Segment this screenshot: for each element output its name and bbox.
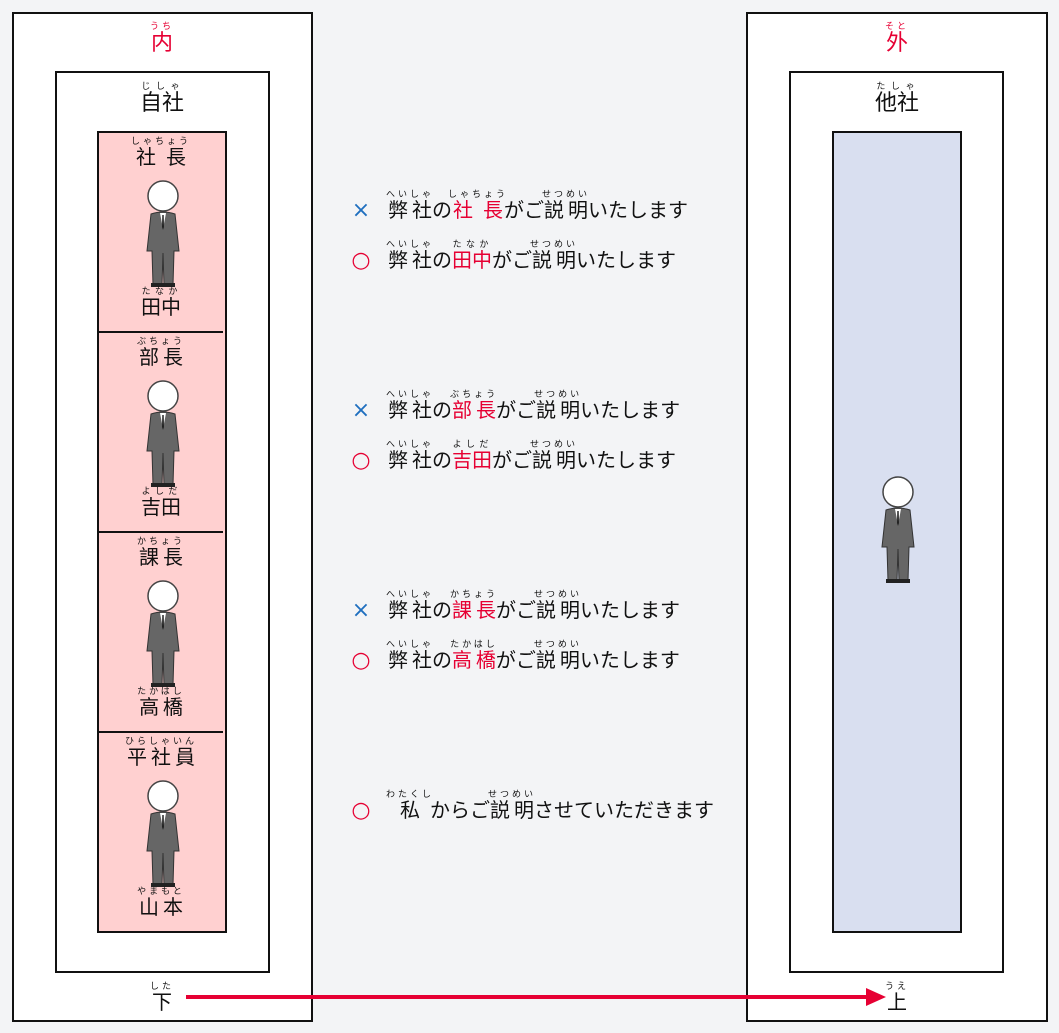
word: 説明せつめい (533, 640, 582, 672)
highlighted-word: 田中たなか (452, 240, 493, 272)
correct-circle-icon: ○ (351, 448, 371, 473)
example-sentence: × 弊社へいしゃの課長かちょうがご説明せつめいいたします (348, 590, 680, 623)
direction-arrow (186, 988, 886, 1006)
text: がご (496, 598, 537, 622)
hierarchy-column: 社長しゃちょう 田中たなか部長ぶちょう 吉田よしだ課長かちょう 高橋たかはし平社… (97, 131, 227, 933)
text: いたします (588, 198, 689, 222)
word: 説明せつめい (534, 590, 583, 622)
person-figure (878, 475, 918, 587)
bottom-label: 下した (149, 982, 174, 1014)
example-sentence: ○ 私わたくしからご説明せつめいさせていただきます (348, 790, 714, 823)
correct-circle-icon: ○ (351, 648, 371, 673)
highlighted-word: 吉田よしだ (452, 440, 493, 472)
word: 弊社へいしゃ (386, 590, 435, 622)
example-sentence: ○ 弊社へいしゃの吉田よしだがご説明せつめいいたします (348, 440, 676, 473)
word: 弊社へいしゃ (386, 240, 435, 272)
incorrect-cross-icon: × (351, 398, 371, 423)
hierarchy-cell: 部長ぶちょう 吉田よしだ (99, 333, 223, 533)
hierarchy-cell: 平社員ひらしゃいん 山本やまもと (99, 733, 223, 933)
text: いたします (580, 398, 681, 422)
text: いたします (580, 598, 681, 622)
text: の (432, 248, 453, 272)
text: いたします (576, 448, 677, 472)
example-sentence: × 弊社へいしゃの社長しゃちょうがご説明せつめいいたします (348, 190, 688, 223)
highlighted-word: 社長しゃちょう (448, 190, 509, 222)
word: 説明せつめい (488, 790, 537, 822)
incorrect-cross-icon: × (351, 598, 371, 623)
text: の (432, 598, 453, 622)
top-label: 上うえ (884, 982, 909, 1014)
text: させていただきます (534, 798, 715, 822)
correct-circle-icon: ○ (351, 248, 371, 273)
text: の (432, 648, 453, 672)
name-label: 吉田よしだ (141, 487, 181, 519)
text: いたします (576, 248, 677, 272)
word: 説明せつめい (534, 390, 583, 422)
word: 説明せつめい (542, 190, 591, 222)
text: がご (492, 248, 533, 272)
text: の (432, 448, 453, 472)
name-label: 山本やまもと (137, 887, 185, 919)
word: 弊社へいしゃ (386, 640, 435, 672)
hierarchy-cell: 社長しゃちょう 田中たなか (99, 133, 223, 333)
example-sentence: ○ 弊社へいしゃの高橋たかはしがご説明せつめいいたします (348, 640, 680, 673)
other-company-label: 他社たしゃ (874, 82, 919, 116)
text: いたします (579, 648, 680, 672)
person-figure (143, 179, 183, 291)
person-figure (143, 779, 183, 891)
example-sentence: ○ 弊社へいしゃの田中たなかがご説明せつめいいたします (348, 240, 676, 273)
role-label: 課長かちょう (136, 537, 185, 569)
correct-circle-icon: ○ (351, 798, 371, 823)
text: がご (492, 448, 533, 472)
word: 説明せつめい (530, 240, 579, 272)
highlighted-word: 部長ぶちょう (450, 390, 499, 422)
incorrect-cross-icon: × (351, 198, 371, 223)
own-company-label: 自社じしゃ (139, 82, 184, 116)
inside-title: 内うち (149, 22, 174, 56)
word: 説明せつめい (530, 440, 579, 472)
person-figure (143, 379, 183, 491)
name-label: 高橋たかはし (137, 687, 185, 719)
text: がご (495, 648, 536, 672)
example-sentence: × 弊社へいしゃの部長ぶちょうがご説明せつめいいたします (348, 390, 680, 423)
role-label: 平社員ひらしゃいん (124, 737, 197, 769)
text: からご (430, 798, 490, 822)
text: がご (496, 398, 537, 422)
highlighted-word: 高橋たかはし (450, 640, 498, 672)
highlighted-word: 課長かちょう (450, 590, 499, 622)
text: の (432, 198, 453, 222)
text: の (432, 398, 453, 422)
word: 弊社へいしゃ (386, 190, 435, 222)
outside-title: 外そと (884, 22, 909, 56)
hierarchy-cell: 課長かちょう 高橋たかはし (99, 533, 223, 733)
role-label: 社長しゃちょう (130, 137, 191, 169)
text: がご (504, 198, 545, 222)
word: 弊社へいしゃ (386, 390, 435, 422)
name-label: 田中たなか (141, 287, 181, 319)
word: 私わたくし (386, 790, 435, 822)
word: 弊社へいしゃ (386, 440, 435, 472)
person-figure (143, 579, 183, 691)
role-label: 部長ぶちょう (136, 337, 186, 369)
